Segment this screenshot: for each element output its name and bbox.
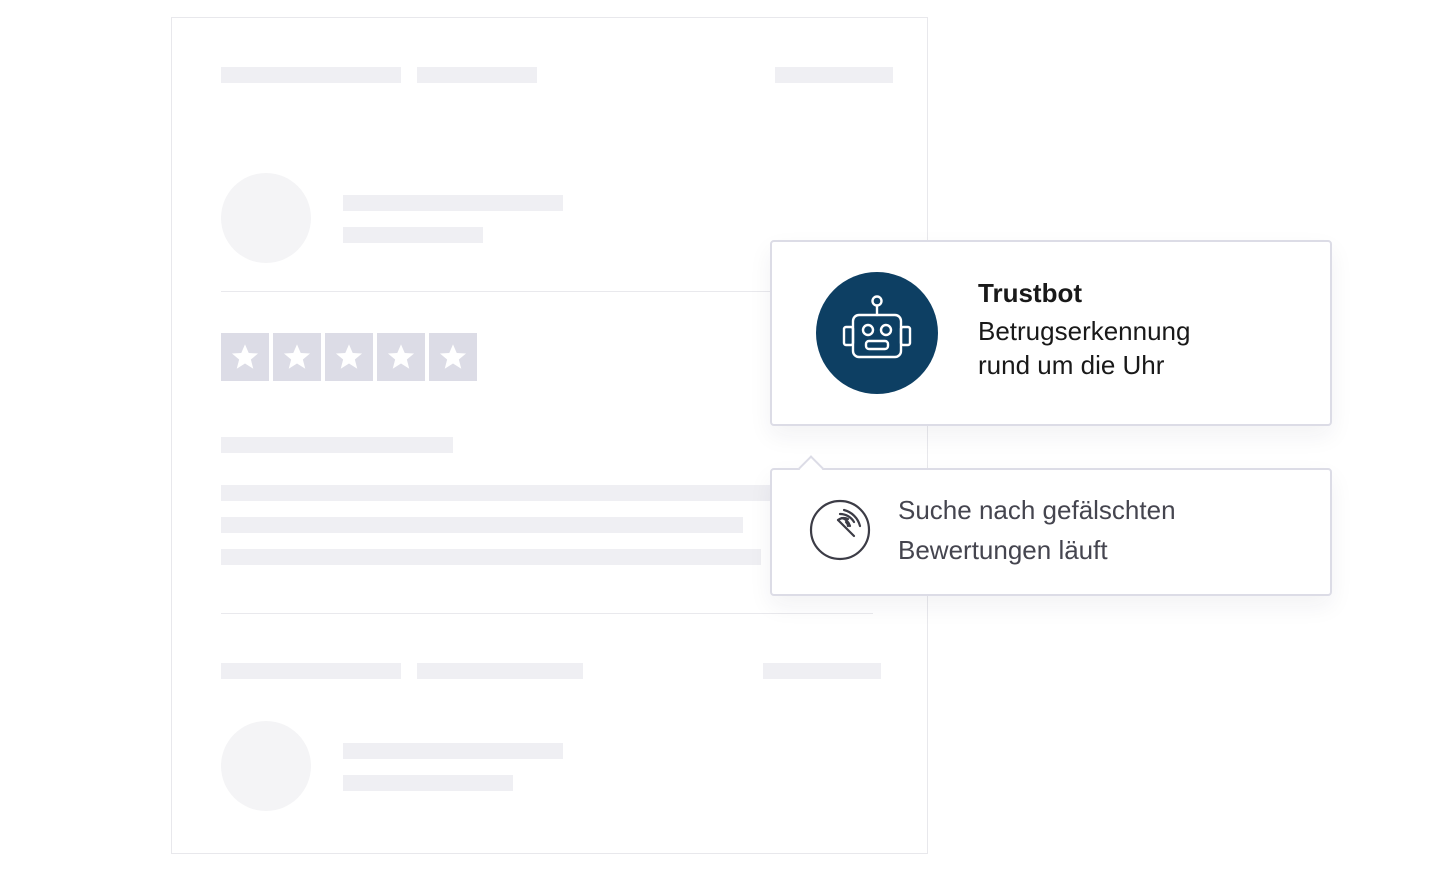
star-icon — [325, 333, 373, 381]
skeleton-divider — [221, 291, 773, 292]
trustbot-description-line-2: rund um die Uhr — [978, 350, 1165, 380]
skeleton-review-text-bar-2 — [221, 517, 743, 533]
star-icon — [221, 333, 269, 381]
scan-status-line-1: Suche nach gefälschten — [898, 495, 1176, 525]
star-icon — [429, 333, 477, 381]
star-icon — [377, 333, 425, 381]
scan-status-text: Suche nach gefälschten Bewertungen läuft — [898, 490, 1298, 570]
skeleton-header-bar-6 — [763, 663, 881, 679]
skeleton-review-text-bar-3 — [221, 549, 761, 565]
skeleton-header-bar-5 — [417, 663, 583, 679]
robot-icon — [842, 295, 912, 359]
skeleton-meta-bar — [343, 775, 513, 791]
skeleton-name-bar — [343, 743, 563, 759]
skeleton-meta-bar — [343, 227, 483, 243]
skeleton-review-title-bar — [221, 437, 453, 453]
scan-status-line-2: Bewertungen läuft — [898, 535, 1108, 565]
scan-status-card: Suche nach gefälschten Bewertungen läuft — [770, 455, 1332, 596]
radar-scan-icon — [809, 499, 871, 561]
skeleton-divider — [221, 613, 873, 614]
review-skeleton-card — [171, 17, 928, 854]
skeleton-header-bar-2 — [417, 67, 537, 83]
trustbot-card: Trustbot Betrugserkennung rund um die Uh… — [770, 240, 1332, 426]
trustbot-description: Betrugserkennung rund um die Uhr — [978, 314, 1278, 382]
skeleton-name-bar — [343, 195, 563, 211]
skeleton-avatar — [221, 173, 311, 263]
skeleton-review-text-bar-1 — [221, 485, 773, 501]
skeleton-header-bar-3 — [775, 67, 893, 83]
skeleton-header-bar-1 — [221, 67, 401, 83]
trustbot-title: Trustbot — [978, 278, 1082, 308]
trustbot-avatar — [816, 272, 938, 394]
star-icon — [273, 333, 321, 381]
star-rating — [221, 333, 477, 381]
skeleton-header-bar-4 — [221, 663, 401, 679]
skeleton-avatar — [221, 721, 311, 811]
trustbot-description-line-1: Betrugserkennung — [978, 316, 1191, 346]
